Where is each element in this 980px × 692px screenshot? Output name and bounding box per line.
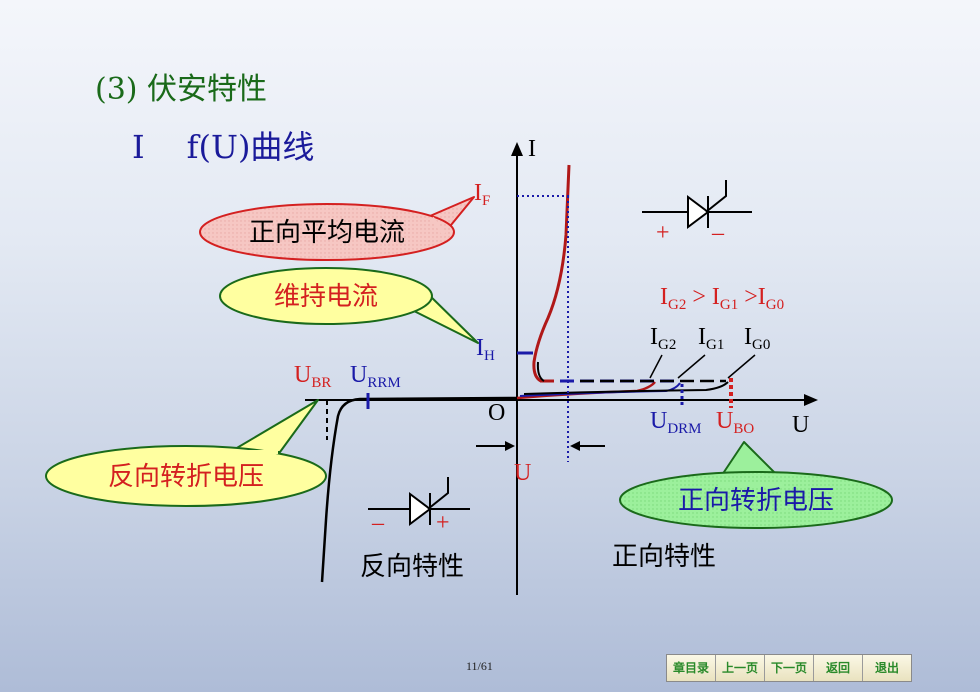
nav-bar: 章目录 上一页 下一页 返回 退出 — [666, 654, 912, 682]
if-label: IF — [474, 180, 490, 209]
ig0-pointer — [727, 354, 756, 379]
forward-black-curve — [523, 381, 729, 395]
origin-label: O — [488, 400, 505, 426]
ih-label: IH — [476, 335, 495, 364]
subtitle-f-u-curve: f(U)曲线 — [186, 128, 315, 166]
next-page-button[interactable]: 下一页 — [765, 655, 814, 681]
y-axis-arrow — [511, 142, 523, 156]
callout-reverse-breakover-text: 反向转折电压 — [108, 462, 264, 492]
page-number: 11/61 — [466, 659, 493, 673]
callout-forward-breakover-text: 正向转折电压 — [678, 486, 834, 516]
ubr-label: UBR — [294, 362, 331, 391]
back-button[interactable]: 返回 — [814, 655, 863, 681]
callout-holding-current-text: 维持电流 — [274, 282, 378, 312]
delta-u-label: U — [514, 460, 531, 486]
exit-button[interactable]: 退出 — [863, 655, 911, 681]
callout-holding-current: 维持电流 — [219, 267, 479, 344]
forward-minus: – — [711, 220, 725, 246]
callout-forward-breakover: 正向转折电压 — [619, 441, 893, 529]
reverse-minus: – — [371, 510, 385, 536]
ig0-label: IG0 — [744, 324, 770, 353]
x-axis-label: U — [792, 412, 809, 438]
udrm-label: UDRM — [650, 408, 702, 437]
ig1-pointer — [677, 354, 706, 379]
ig1-label: IG1 — [698, 324, 724, 353]
reverse-characteristic-label: 反向特性 — [360, 552, 464, 582]
conduction-curve — [532, 164, 571, 383]
subtitle-i: I — [132, 128, 145, 166]
prev-page-button[interactable]: 上一页 — [716, 655, 765, 681]
chapter-menu-button[interactable]: 章目录 — [667, 655, 716, 681]
reverse-plus: + — [436, 510, 450, 536]
callout-reverse-breakover: 反向转折电压 — [45, 399, 327, 507]
callout-forward-average-current-text: 正向平均电流 — [249, 218, 405, 248]
ig2-pointer — [649, 354, 663, 379]
slide-title: (3) 伏安特性 — [95, 72, 268, 107]
delta-u-arrowhead-left — [505, 441, 515, 451]
ig-relation: IG2>IG1>IG0 — [660, 284, 784, 313]
delta-u-arrowhead-right — [570, 441, 580, 451]
conduction-curve-black — [536, 361, 545, 382]
urrm-label: URRM — [350, 362, 401, 391]
y-axis-label: I — [528, 136, 536, 162]
ubo-label: UBO — [716, 408, 754, 437]
reverse-curve — [320, 396, 518, 583]
thyristor-symbol-forward: + – — [642, 180, 752, 246]
forward-characteristic-label: 正向特性 — [612, 542, 716, 572]
ig2-label: IG2 — [650, 324, 676, 353]
x-axis-arrow — [804, 394, 818, 406]
callout-forward-average-current: 正向平均电流 — [199, 196, 475, 261]
thyristor-symbol-reverse: – + — [368, 477, 470, 536]
forward-plus: + — [656, 220, 670, 246]
